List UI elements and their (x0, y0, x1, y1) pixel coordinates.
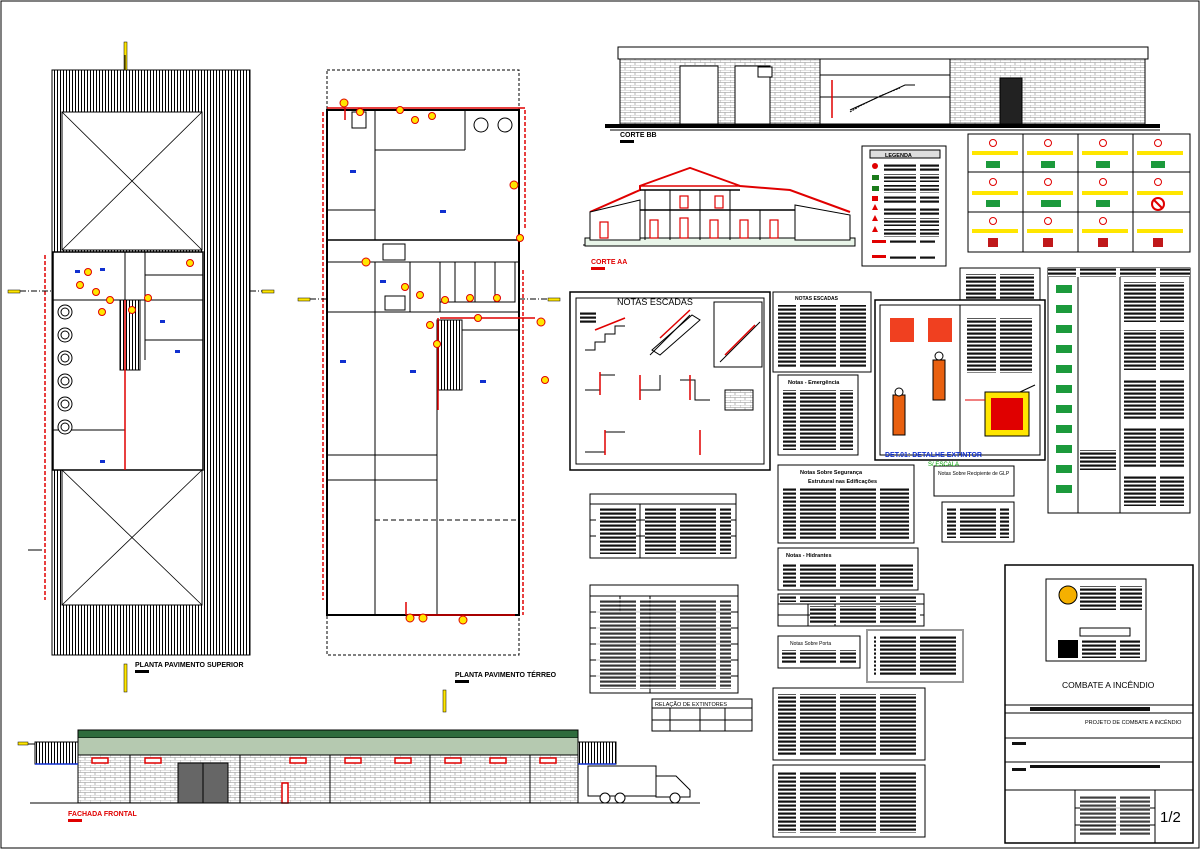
label-notas-hidrantes: Notas - Hidrantes (786, 553, 832, 559)
corte-aa (583, 166, 856, 247)
label-fachada-frontal: FACHADA FRONTAL (68, 811, 138, 818)
label-relacao-extintores: RELAÇÃO DE EXTINTORES (655, 701, 727, 708)
signs-panel (967, 133, 1191, 253)
center-tables (589, 493, 925, 732)
legenda-panel (861, 145, 947, 267)
corte-bb (605, 46, 1160, 131)
label-corte-aa: CORTE AA (591, 259, 627, 266)
label-corte-bb: CORTE BB (620, 132, 657, 139)
label-notas-seguranca-2: Estrutural nas Edificações (808, 479, 877, 485)
label-projeto-combate: PROJETO DE COMBATE A INCÊNDIO (1085, 718, 1182, 726)
label-notas-emergencia: Notas - Emergência (788, 380, 840, 386)
label-notas-seguranca-1: Notas Sobre Segurança (800, 470, 863, 476)
planta-terreo (297, 69, 561, 713)
label-notas-escadas-small: NOTAS ESCADAS (795, 296, 839, 302)
label-notas-escadas: NOTAS ESCADAS (617, 297, 693, 307)
detalhe-extintor-panel (874, 299, 1046, 461)
label-planta-superior: PLANTA PAVIMENTO SUPERIOR (135, 662, 244, 669)
label-planta-terreo: PLANTA PAVIMENTO TÉRREO (455, 670, 557, 679)
label-escala: S/ ESCALA (928, 462, 959, 468)
title-block (1004, 564, 1194, 844)
label-notas-porta: Notas Sobre Porta (790, 641, 831, 647)
notas-escadas-panel (569, 291, 771, 471)
label-detalhe-extintor: DET.01: DETALHE EXTINTOR (885, 452, 982, 459)
planta-superior (7, 41, 275, 693)
fachada-frontal (17, 729, 700, 804)
label-folha: 1/2 (1160, 809, 1181, 826)
label-notas-glp: Notas Sobre Recipiente de GLP (938, 471, 1010, 477)
label-combate-incendio: COMBATE A INCÊNDIO (1062, 680, 1155, 690)
equipment-table (1047, 267, 1191, 514)
label-legenda: LEGENDA (885, 153, 912, 159)
ground-floor-plan (326, 109, 520, 616)
